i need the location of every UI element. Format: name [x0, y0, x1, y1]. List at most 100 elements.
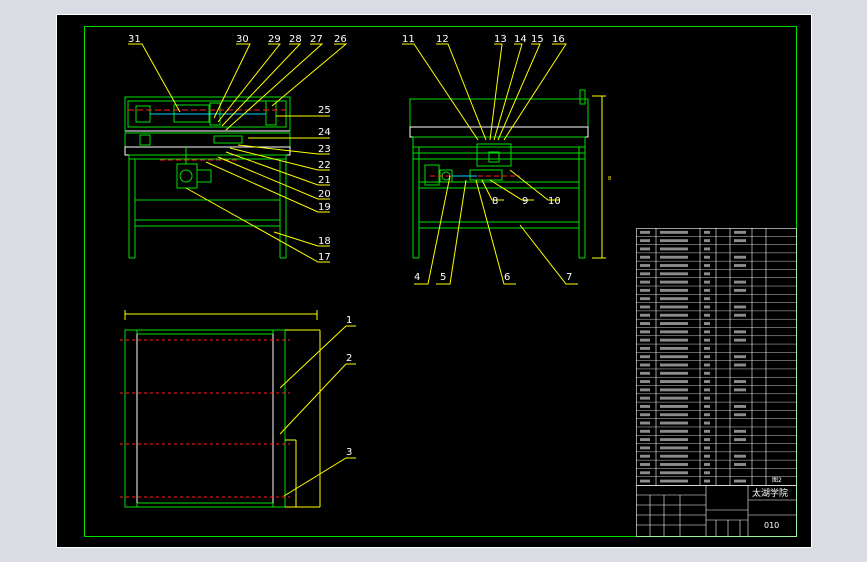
parts-list-cell-mark [640, 446, 650, 450]
parts-list-cell-mark [704, 322, 710, 325]
callout-13: 13 [494, 34, 507, 45]
parts-list-cell-mark [660, 463, 688, 466]
callout-leaders [128, 43, 578, 497]
parts-list-cell-mark [660, 413, 688, 417]
parts-list-cell-mark [734, 404, 746, 408]
parts-list-cell-mark [734, 313, 746, 317]
parts-list-cell-mark [640, 272, 650, 276]
parts-list-cell-mark [660, 479, 688, 483]
parts-list-cell-mark [704, 305, 710, 309]
parts-list-cell-mark [734, 305, 746, 309]
parts-list-cell-mark [704, 371, 710, 375]
parts-list-cell-mark [660, 388, 688, 392]
parts-list-entries [640, 230, 746, 483]
parts-list-cell-mark [660, 230, 688, 234]
drawing-sheet [56, 14, 812, 548]
parts-list-cell-mark [704, 297, 710, 301]
parts-list-cell-mark [640, 264, 650, 267]
parts-list-cell-mark [734, 454, 746, 458]
parts-list-cell-mark [640, 330, 650, 334]
parts-list-cell-mark [660, 355, 688, 359]
parts-list-cell-mark [704, 446, 710, 450]
parts-list-cell-mark [640, 297, 650, 301]
parts-list-cell-mark [660, 421, 688, 425]
parts-list-cell-mark [660, 438, 688, 442]
parts-list-cell-mark [704, 454, 710, 458]
parts-list-cell-mark [640, 239, 650, 243]
parts-list-cell-mark [640, 346, 650, 350]
parts-list-cell-mark [660, 247, 688, 251]
callout-31: 31 [128, 34, 141, 45]
parts-list-cell-mark [704, 255, 710, 259]
parts-list-cell-mark [640, 255, 650, 259]
drawing-code: 010 [764, 521, 779, 530]
parts-list-cell-mark [704, 264, 710, 267]
callout-17: 17 [318, 252, 331, 263]
callout-4: 4 [414, 272, 420, 283]
callout-5: 5 [440, 272, 446, 283]
parts-list-cell-mark [640, 338, 650, 342]
parts-list-cell-mark [734, 380, 746, 384]
total-label: 图2 [772, 477, 782, 484]
parts-list-cell-mark [660, 272, 688, 276]
callout-19: 19 [318, 202, 331, 213]
parts-list-cell-mark [704, 272, 710, 276]
parts-list-cell-mark [704, 346, 710, 350]
parts-list-cell-mark [704, 288, 710, 292]
title-block [636, 485, 797, 537]
parts-list-cell-mark [704, 338, 710, 342]
parts-list-cell-mark [660, 429, 688, 433]
parts-list-cell-mark [640, 380, 650, 384]
callout-18: 18 [318, 236, 331, 247]
callout-9: 9 [522, 196, 528, 207]
parts-list-cell-mark [640, 438, 650, 442]
callout-numbers: 31 30 29 28 27 26 25 24 23 22 21 20 19 1… [128, 34, 572, 458]
callout-3: 3 [346, 447, 352, 458]
parts-list-cell-mark [640, 429, 650, 433]
parts-list-cell-mark [734, 280, 746, 284]
parts-list-cell-mark [660, 313, 688, 317]
parts-list-cell-mark [704, 230, 710, 234]
parts-list-cell-mark [704, 471, 710, 475]
parts-list-cell-mark [704, 421, 710, 425]
parts-list-cell-mark [640, 454, 650, 458]
callout-7: 7 [566, 272, 572, 283]
parts-list-cell-mark [660, 404, 688, 408]
callout-22: 22 [318, 160, 331, 171]
callout-15: 15 [531, 34, 544, 45]
parts-list-cell-mark [660, 346, 688, 350]
parts-list-cell-mark [640, 322, 650, 325]
svg-text:8: 8 [608, 176, 611, 182]
parts-list-cell-mark [640, 288, 650, 292]
parts-list-cell-mark [640, 230, 650, 234]
parts-list-cell-mark [734, 355, 746, 359]
callout-10: 10 [548, 196, 561, 207]
callout-29: 29 [268, 34, 281, 45]
parts-list-cell-mark [640, 479, 650, 483]
parts-list-cell-mark [734, 255, 746, 259]
parts-list-cell-mark [660, 297, 688, 301]
parts-list-cell-mark [734, 479, 746, 483]
parts-list-cell-mark [734, 230, 746, 234]
callout-30: 30 [236, 34, 249, 45]
parts-list-cell-mark [640, 313, 650, 317]
callout-28: 28 [289, 34, 302, 45]
parts-list-cell-mark [640, 247, 650, 251]
parts-list-cell-mark [704, 463, 710, 466]
callout-20: 20 [318, 189, 331, 200]
parts-list-cell-mark [660, 280, 688, 284]
school-name: 太湖学院 [752, 487, 788, 499]
parts-list-cell-mark [640, 305, 650, 309]
parts-list-cell-mark [640, 371, 650, 375]
parts-list-cell-mark [734, 438, 746, 442]
parts-list-cell-mark [660, 239, 688, 243]
parts-list-cell-mark [640, 421, 650, 425]
parts-list-cell-mark [734, 463, 746, 466]
callout-23: 23 [318, 144, 331, 155]
parts-list-cell-mark [704, 355, 710, 359]
parts-list-cell-mark [704, 363, 710, 367]
parts-list-cell-mark [704, 429, 710, 433]
callout-26: 26 [334, 34, 347, 45]
parts-list-cell-mark [640, 388, 650, 392]
parts-list-cell-mark [660, 454, 688, 458]
